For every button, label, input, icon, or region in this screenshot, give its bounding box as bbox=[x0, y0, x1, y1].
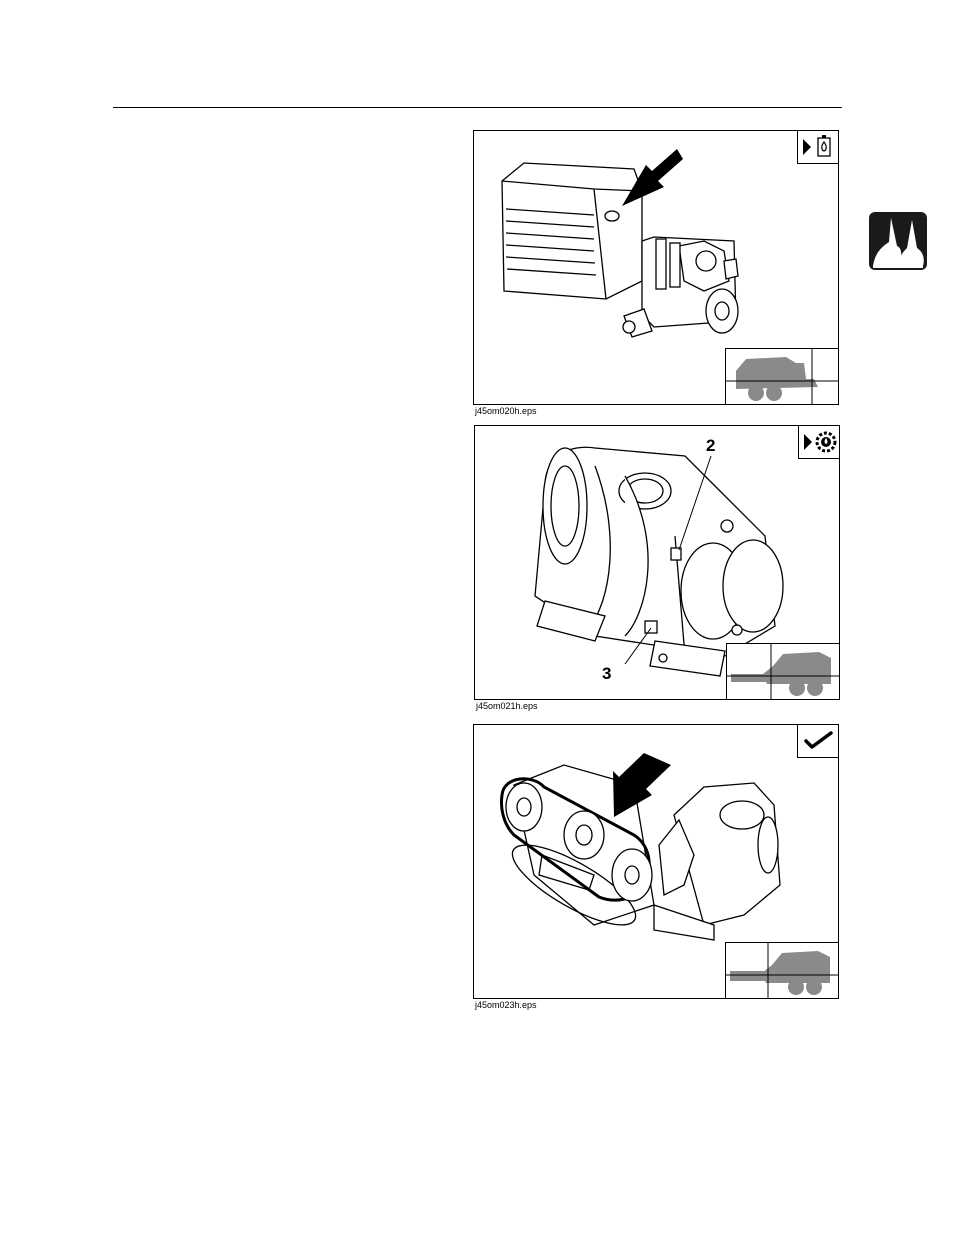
machine-location-inset bbox=[726, 643, 839, 699]
figure-caption: j45om021h.eps bbox=[476, 701, 538, 711]
machine-location-inset bbox=[725, 942, 838, 998]
callout-label: 3 bbox=[602, 664, 611, 684]
section-tab bbox=[869, 212, 927, 270]
gear-oil-check-icon bbox=[799, 426, 839, 458]
machine-silhouette bbox=[726, 943, 838, 998]
checkmark-icon bbox=[798, 725, 838, 757]
header-rule bbox=[113, 107, 842, 108]
indicator-arrow bbox=[613, 753, 671, 817]
figure-caption: j45om020h.eps bbox=[475, 406, 537, 416]
check-icon-box bbox=[797, 725, 838, 758]
callout-label: 2 bbox=[706, 436, 715, 456]
machine-silhouette bbox=[727, 644, 839, 699]
check-icon-box bbox=[797, 131, 838, 164]
check-icon-box bbox=[798, 426, 839, 459]
figure-hydraulic-unit bbox=[473, 130, 839, 405]
machine-location-inset bbox=[725, 348, 838, 404]
machine-silhouette bbox=[726, 349, 838, 404]
figure-belt-drive bbox=[473, 724, 839, 999]
figure-caption: j45om023h.eps bbox=[475, 1000, 537, 1010]
fluid-drops-icon bbox=[869, 212, 927, 270]
hydraulic-fluid-check-icon bbox=[798, 131, 838, 163]
figure-blower-gearbox: 2 3 bbox=[474, 425, 840, 700]
